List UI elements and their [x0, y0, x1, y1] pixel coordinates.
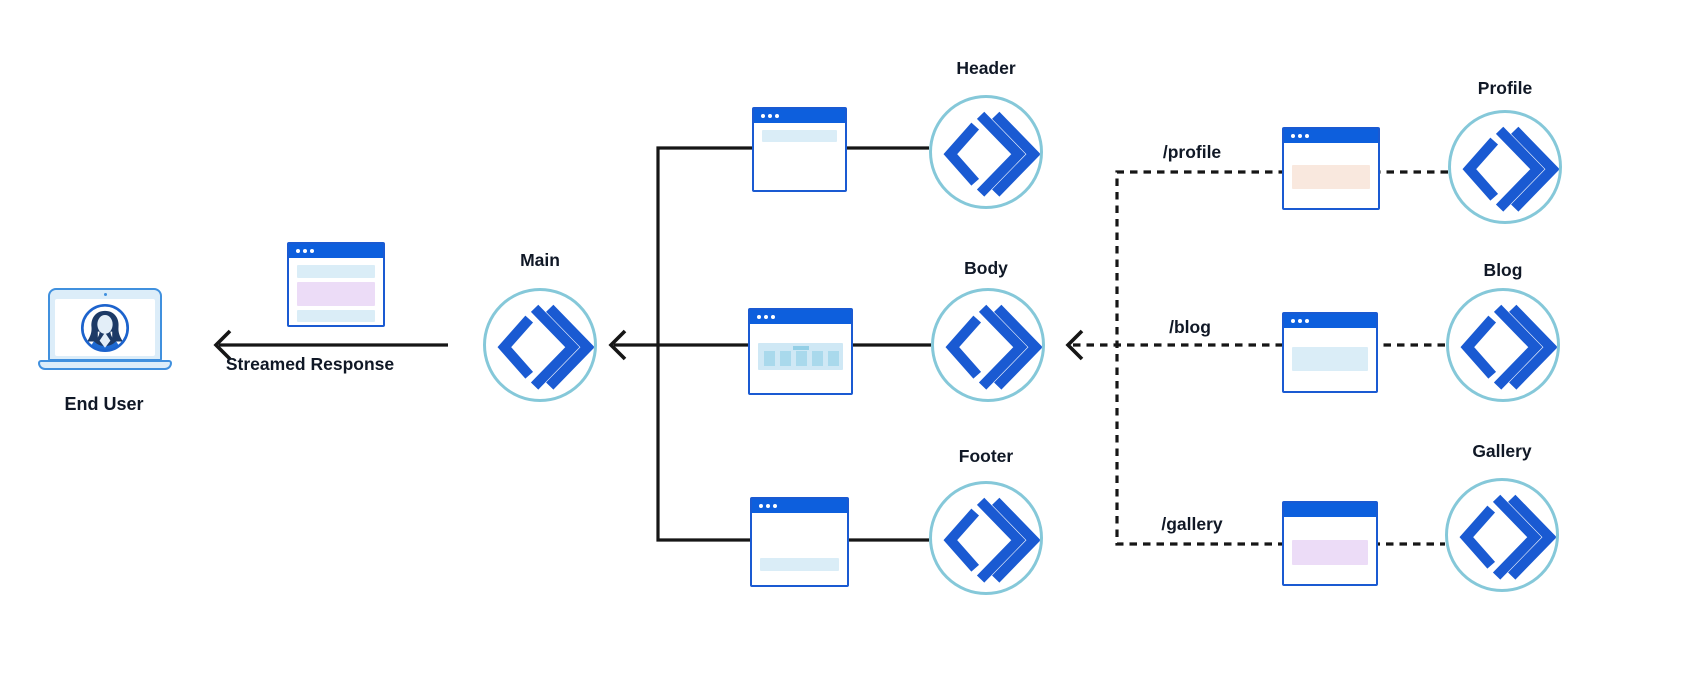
arrowhead-to-main	[608, 329, 627, 361]
profile-label: Profile	[1477, 78, 1533, 98]
blog-path-label: /blog	[1169, 317, 1211, 337]
code-chevrons-icon	[497, 304, 594, 390]
content-bar	[1292, 165, 1370, 189]
gallery-label: Gallery	[1472, 441, 1532, 461]
streamed-response-arrow	[213, 329, 448, 361]
content-panel	[758, 343, 843, 370]
window-titlebar	[750, 310, 851, 324]
laptop-base	[38, 360, 172, 370]
window-dot	[768, 114, 772, 118]
laptop-lid	[48, 288, 162, 361]
gallery-route-window	[1282, 501, 1378, 586]
body-island-node	[931, 288, 1045, 402]
user-avatar-icon	[80, 303, 130, 352]
code-chevrons-icon	[1462, 126, 1559, 212]
window-dot	[766, 504, 770, 508]
header-fragment-window	[752, 107, 847, 192]
laptop-screen	[55, 299, 155, 356]
code-chevrons-icon	[945, 304, 1042, 390]
window-titlebar	[754, 109, 845, 123]
panel-squares	[764, 351, 839, 366]
window-dot	[296, 249, 300, 253]
code-chevrons-icon	[943, 111, 1040, 197]
content-bar	[297, 282, 375, 306]
window-dot	[1298, 319, 1302, 323]
window-dot	[764, 315, 768, 319]
profile-path-label: /profile	[1162, 142, 1222, 162]
footer-fragment-window	[750, 497, 849, 587]
content-bar	[1292, 540, 1368, 565]
body-label: Body	[964, 258, 1008, 278]
window-dot	[1291, 134, 1295, 138]
laptop-camera-dot	[103, 293, 107, 296]
window-dot	[1291, 319, 1295, 323]
streamed-response-window	[287, 242, 385, 327]
end-user-label: End User	[64, 394, 144, 414]
blog-island-node	[1446, 288, 1560, 402]
profile-route-window	[1282, 127, 1380, 210]
window-dot	[1305, 134, 1309, 138]
window-dot	[759, 504, 763, 508]
window-dot	[761, 114, 765, 118]
content-bar	[762, 130, 837, 142]
content-bar	[760, 558, 839, 571]
content-bar	[297, 310, 375, 322]
main-island-node	[483, 288, 597, 402]
streamed-response-label: Streamed Response	[225, 354, 395, 374]
window-titlebar	[289, 244, 383, 258]
window-dot	[771, 315, 775, 319]
header-label: Header	[956, 58, 1016, 78]
profile-island-node	[1448, 110, 1562, 224]
footer-island-node	[929, 481, 1043, 595]
content-bar	[297, 265, 375, 278]
panel-dash	[792, 346, 809, 350]
window-dot	[310, 249, 314, 253]
window-dot	[1305, 319, 1309, 323]
header-island-node	[929, 95, 1043, 209]
window-titlebar	[752, 499, 847, 513]
code-chevrons-icon	[943, 497, 1040, 583]
window-titlebar	[1284, 314, 1376, 328]
body-fragment-window	[748, 308, 853, 395]
window-dot	[303, 249, 307, 253]
blog-route-window	[1282, 312, 1378, 393]
content-bar	[1292, 347, 1368, 371]
window-dot	[775, 114, 779, 118]
arrowhead-to-user	[213, 329, 232, 361]
code-chevrons-icon	[1459, 494, 1556, 580]
main-label: Main	[520, 250, 560, 270]
footer-label: Footer	[958, 446, 1014, 466]
window-titlebar	[1284, 129, 1378, 143]
gallery-island-node	[1445, 478, 1559, 592]
window-dot	[1298, 134, 1302, 138]
blog-label: Blog	[1483, 260, 1523, 280]
window-dot	[773, 504, 777, 508]
arrowhead-to-body	[1065, 329, 1084, 361]
code-chevrons-icon	[1460, 304, 1557, 390]
gallery-path-label: /gallery	[1161, 514, 1223, 534]
route-dashed-lines	[1065, 170, 1448, 546]
window-titlebar	[1284, 503, 1376, 517]
end-user-laptop-icon	[38, 288, 172, 374]
window-dot	[757, 315, 761, 319]
